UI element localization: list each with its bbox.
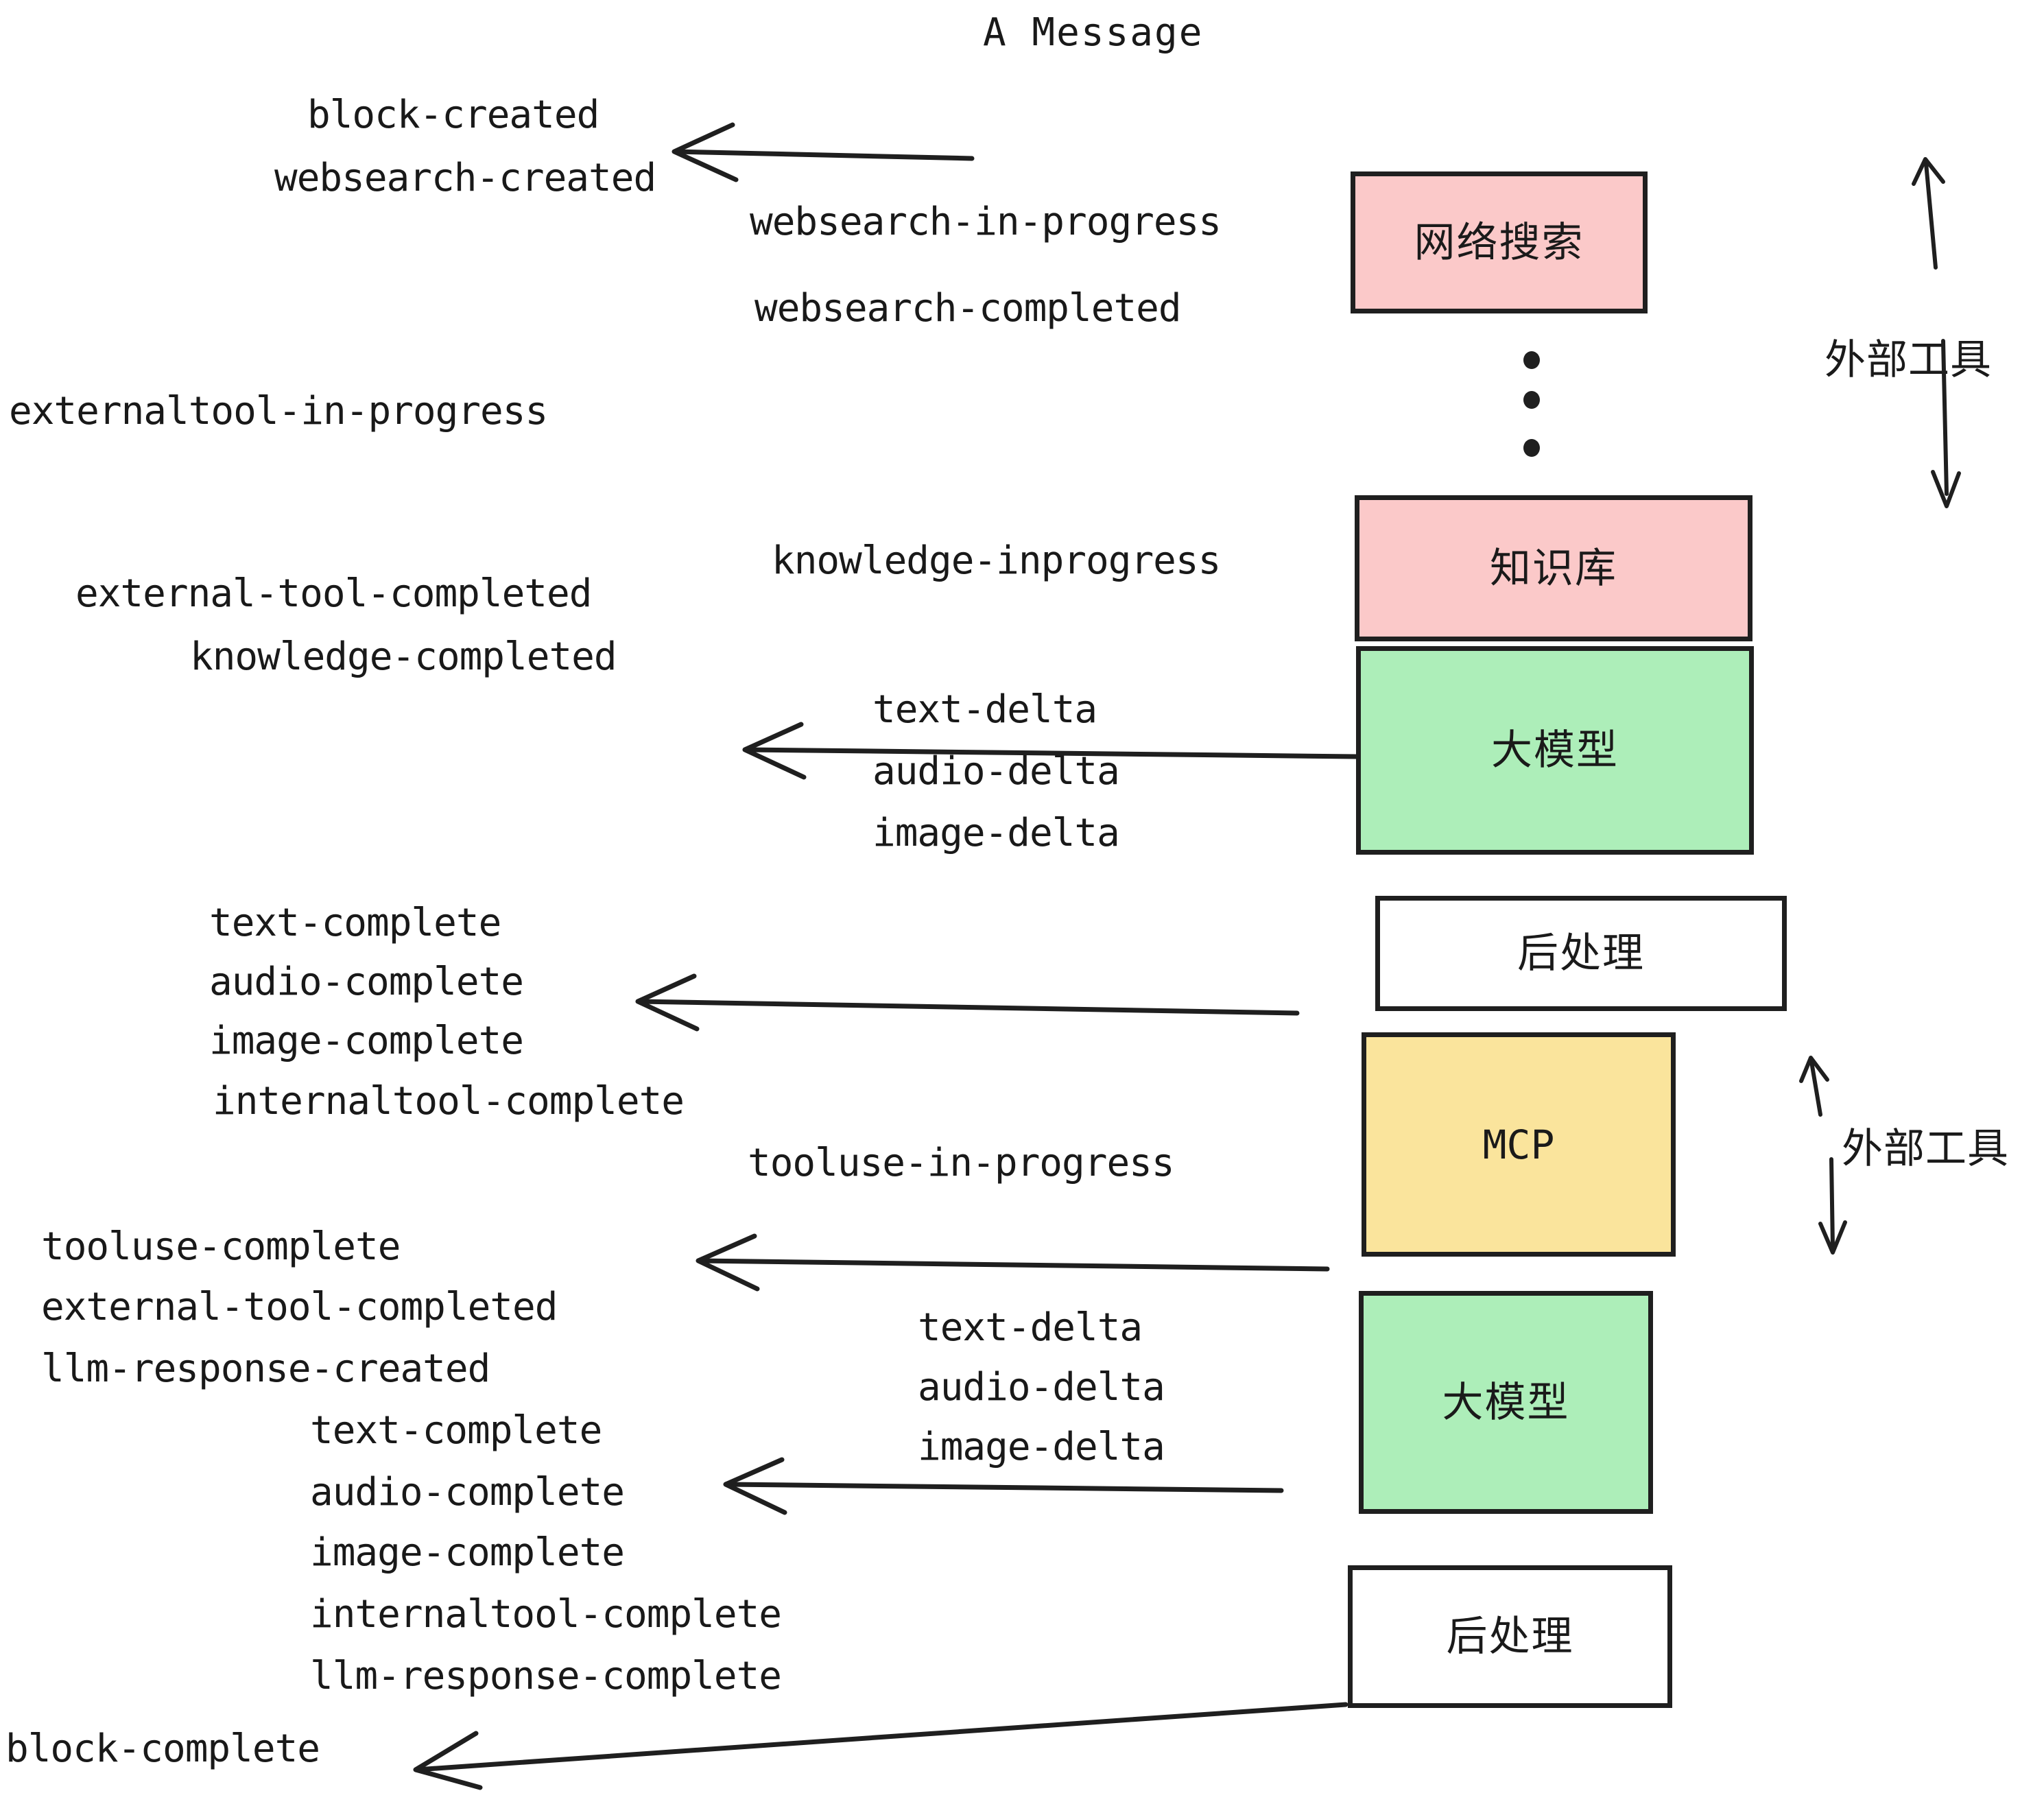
event-label-tooluse-in-progress: tooluse-in-progress: [748, 1141, 1175, 1185]
box-llm-top-label: 大模型: [1491, 726, 1619, 774]
event-label-text-delta-1: text-delta: [872, 687, 1097, 732]
event-label-internaltool-complete-1: internaltool-complete: [213, 1079, 685, 1124]
event-label-image-delta-1: image-delta: [872, 811, 1120, 855]
ellipsis-dot-3: [1523, 439, 1540, 457]
event-label-image-complete-1: image-complete: [209, 1019, 524, 1063]
event-label-text-delta-2: text-delta: [918, 1305, 1143, 1350]
event-label-image-complete-2: image-complete: [310, 1530, 625, 1575]
box-knowledge-label: 知识库: [1490, 544, 1617, 593]
box-postprocess-bottom[interactable]: 后处理: [1348, 1565, 1672, 1708]
arrow-external-tool-down-bottom: [1818, 1157, 1847, 1255]
event-label-audio-delta-2: audio-delta: [918, 1365, 1165, 1410]
event-label-audio-complete-2: audio-complete: [310, 1470, 625, 1515]
arrow-websearch-to-events: [672, 122, 975, 182]
event-label-audio-complete-1: audio-complete: [209, 960, 524, 1004]
event-label-knowledge-completed: knowledge-completed: [190, 634, 617, 679]
event-label-image-delta-2: image-delta: [918, 1425, 1165, 1469]
box-mcp[interactable]: MCP: [1362, 1032, 1676, 1257]
arrow-postprocess-bottom-to-events: [413, 1702, 1348, 1790]
event-label-internaltool-complete-2: internaltool-complete: [310, 1592, 782, 1637]
event-label-websearch-in-progress: websearch-in-progress: [750, 200, 1222, 244]
box-knowledge[interactable]: 知识库: [1355, 495, 1752, 641]
ellipsis-dot-2: [1523, 391, 1540, 409]
box-mcp-label: MCP: [1482, 1121, 1555, 1168]
box-websearch[interactable]: 网络搜索: [1351, 171, 1648, 313]
event-label-tooluse-complete: tooluse-complete: [41, 1224, 401, 1269]
event-label-block-complete: block-complete: [5, 1726, 320, 1771]
ellipsis-dot-1: [1523, 351, 1540, 369]
side-label-external-tool-bottom: 外部工具: [1842, 1125, 2009, 1173]
event-label-external-tool-completed-2: external-tool-completed: [41, 1285, 558, 1329]
box-llm-bottom[interactable]: 大模型: [1359, 1291, 1653, 1514]
box-llm-top[interactable]: 大模型: [1356, 646, 1754, 855]
event-label-text-complete-2: text-complete: [310, 1408, 602, 1453]
event-label-llm-response-created: llm-response-created: [41, 1346, 490, 1391]
event-label-external-tool-completed-1: external-tool-completed: [75, 571, 592, 616]
arrow-mcp-to-events: [696, 1233, 1330, 1292]
box-postprocess-top-label: 后处理: [1517, 929, 1645, 977]
event-label-externaltool-in-progress: externaltool-in-progress: [9, 389, 548, 434]
event-label-websearch-created: websearch-created: [274, 156, 656, 200]
box-postprocess-bottom-label: 后处理: [1446, 1613, 1574, 1661]
event-label-text-complete-1: text-complete: [209, 901, 501, 945]
page-title: A Message: [983, 10, 1204, 55]
box-postprocess-top[interactable]: 后处理: [1375, 896, 1787, 1011]
event-label-websearch-completed: websearch-completed: [754, 286, 1182, 331]
side-label-external-tool-top: 外部工具: [1825, 336, 1992, 384]
arrow-external-tool-up-top: [1912, 157, 1945, 270]
event-label-llm-response-complete: llm-response-complete: [310, 1654, 782, 1698]
event-label-knowledge-inprogress: knowledge-inprogress: [772, 538, 1221, 583]
box-websearch-label: 网络搜索: [1414, 218, 1584, 267]
event-label-block-created: block-created: [307, 93, 599, 137]
arrow-postprocess-top-to-events: [635, 973, 1300, 1032]
box-llm-bottom-label: 大模型: [1442, 1378, 1570, 1427]
event-label-audio-delta-1: audio-delta: [872, 749, 1120, 794]
arrow-external-tool-up-bottom: [1799, 1056, 1829, 1117]
